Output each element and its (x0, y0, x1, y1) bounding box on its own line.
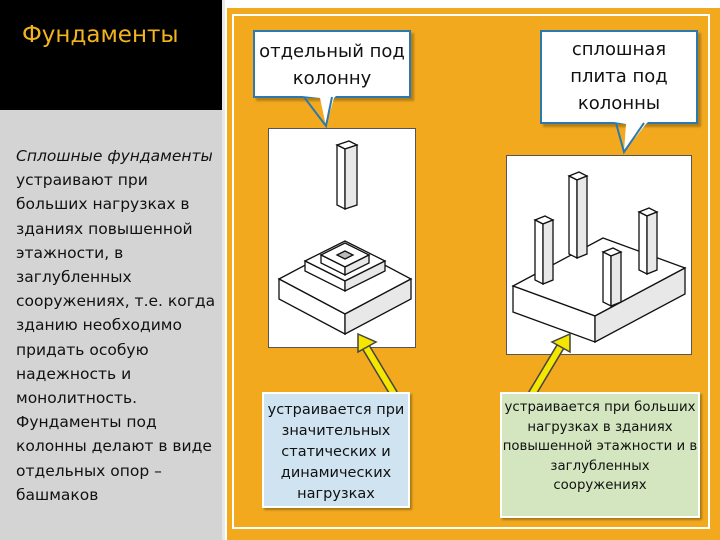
diagram-solid-slab (506, 155, 692, 355)
sidebar-text-italic: Сплошные фундаменты (16, 147, 213, 165)
title-bar: Фундаменты (0, 0, 222, 110)
caption-separate-footing: устраивается при значительных статически… (262, 392, 410, 508)
panel-frame (232, 14, 710, 529)
callout-solid-slab: сплошная плита под колонны (540, 30, 698, 124)
sidebar-text-body: устраивают при больших нагрузках в здани… (16, 171, 216, 504)
diagram-separate-footing (268, 128, 416, 348)
callout-separate-label: отдельный под колонну (259, 41, 405, 89)
caption-solid-text: устраивается при больших нагрузках в зда… (502, 400, 698, 493)
callout-solid-label: сплошная плита под колонны (570, 39, 668, 114)
divider (222, 0, 225, 540)
sidebar-text: Сплошные фундаменты устраивают при больш… (16, 144, 216, 507)
arrow-right (528, 332, 571, 397)
sidebar: Сплошные фундаменты устраивают при больш… (0, 110, 225, 540)
caption-solid-slab: устраивается при больших нагрузках в зда… (500, 392, 700, 518)
arrow-left (357, 332, 398, 397)
callout-separate-foundation: отдельный под колонну (253, 30, 411, 98)
slide-title: Фундаменты (22, 22, 179, 48)
caption-separate-text: устраивается при значительных статически… (267, 402, 405, 502)
callout-tail-left (302, 96, 336, 129)
callout-tail-right (614, 122, 648, 155)
